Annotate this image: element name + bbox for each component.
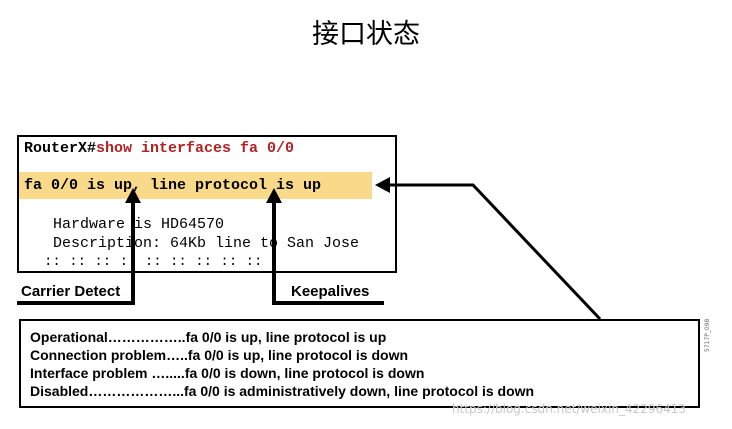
keepalives-connector: [272, 201, 384, 305]
state-operational: Operational……………..fa 0/0 is up, line pro…: [30, 329, 387, 345]
terminal-output-box: [17, 135, 397, 273]
carrier-detect-arrowhead: [125, 188, 141, 203]
continuation-dots: :: :: :: :: :: :: :: :: ::: [44, 254, 263, 270]
figure-id: 5717P_098: [704, 318, 711, 352]
command: show interfaces fa 0/0: [96, 140, 295, 157]
page-title: 接口状态: [312, 19, 420, 50]
keepalives-arrowhead: [266, 188, 282, 203]
prompt: RouterX#: [24, 140, 97, 157]
state-connection-problem: Connection problem…..fa 0/0 is up, line …: [30, 347, 409, 363]
keepalives-label: Keepalives: [291, 283, 370, 300]
interface-status-line: fa 0/0 is up, line protocol is up: [24, 177, 322, 194]
state-disabled: Disabled………………...fa 0/0 is administrativ…: [30, 383, 535, 399]
interface-states-box: Operational……………..fa 0/0 is up, line pro…: [19, 319, 700, 408]
carrier-detect-label: Carrier Detect: [21, 283, 121, 300]
command-line: RouterX#show interfaces fa 0/0: [24, 140, 294, 157]
states-connector: [388, 183, 602, 321]
watermark: https://blog.csdn.net/weixin_42296413: [452, 402, 687, 416]
hardware-line: Hardware is HD64570: [53, 216, 225, 233]
states-arrowhead: [375, 177, 390, 193]
status-line-highlight: [19, 172, 372, 199]
carrier-detect-connector: [17, 201, 135, 305]
state-interface-problem: Interface problem ….....fa 0/0 is down, …: [30, 365, 425, 381]
